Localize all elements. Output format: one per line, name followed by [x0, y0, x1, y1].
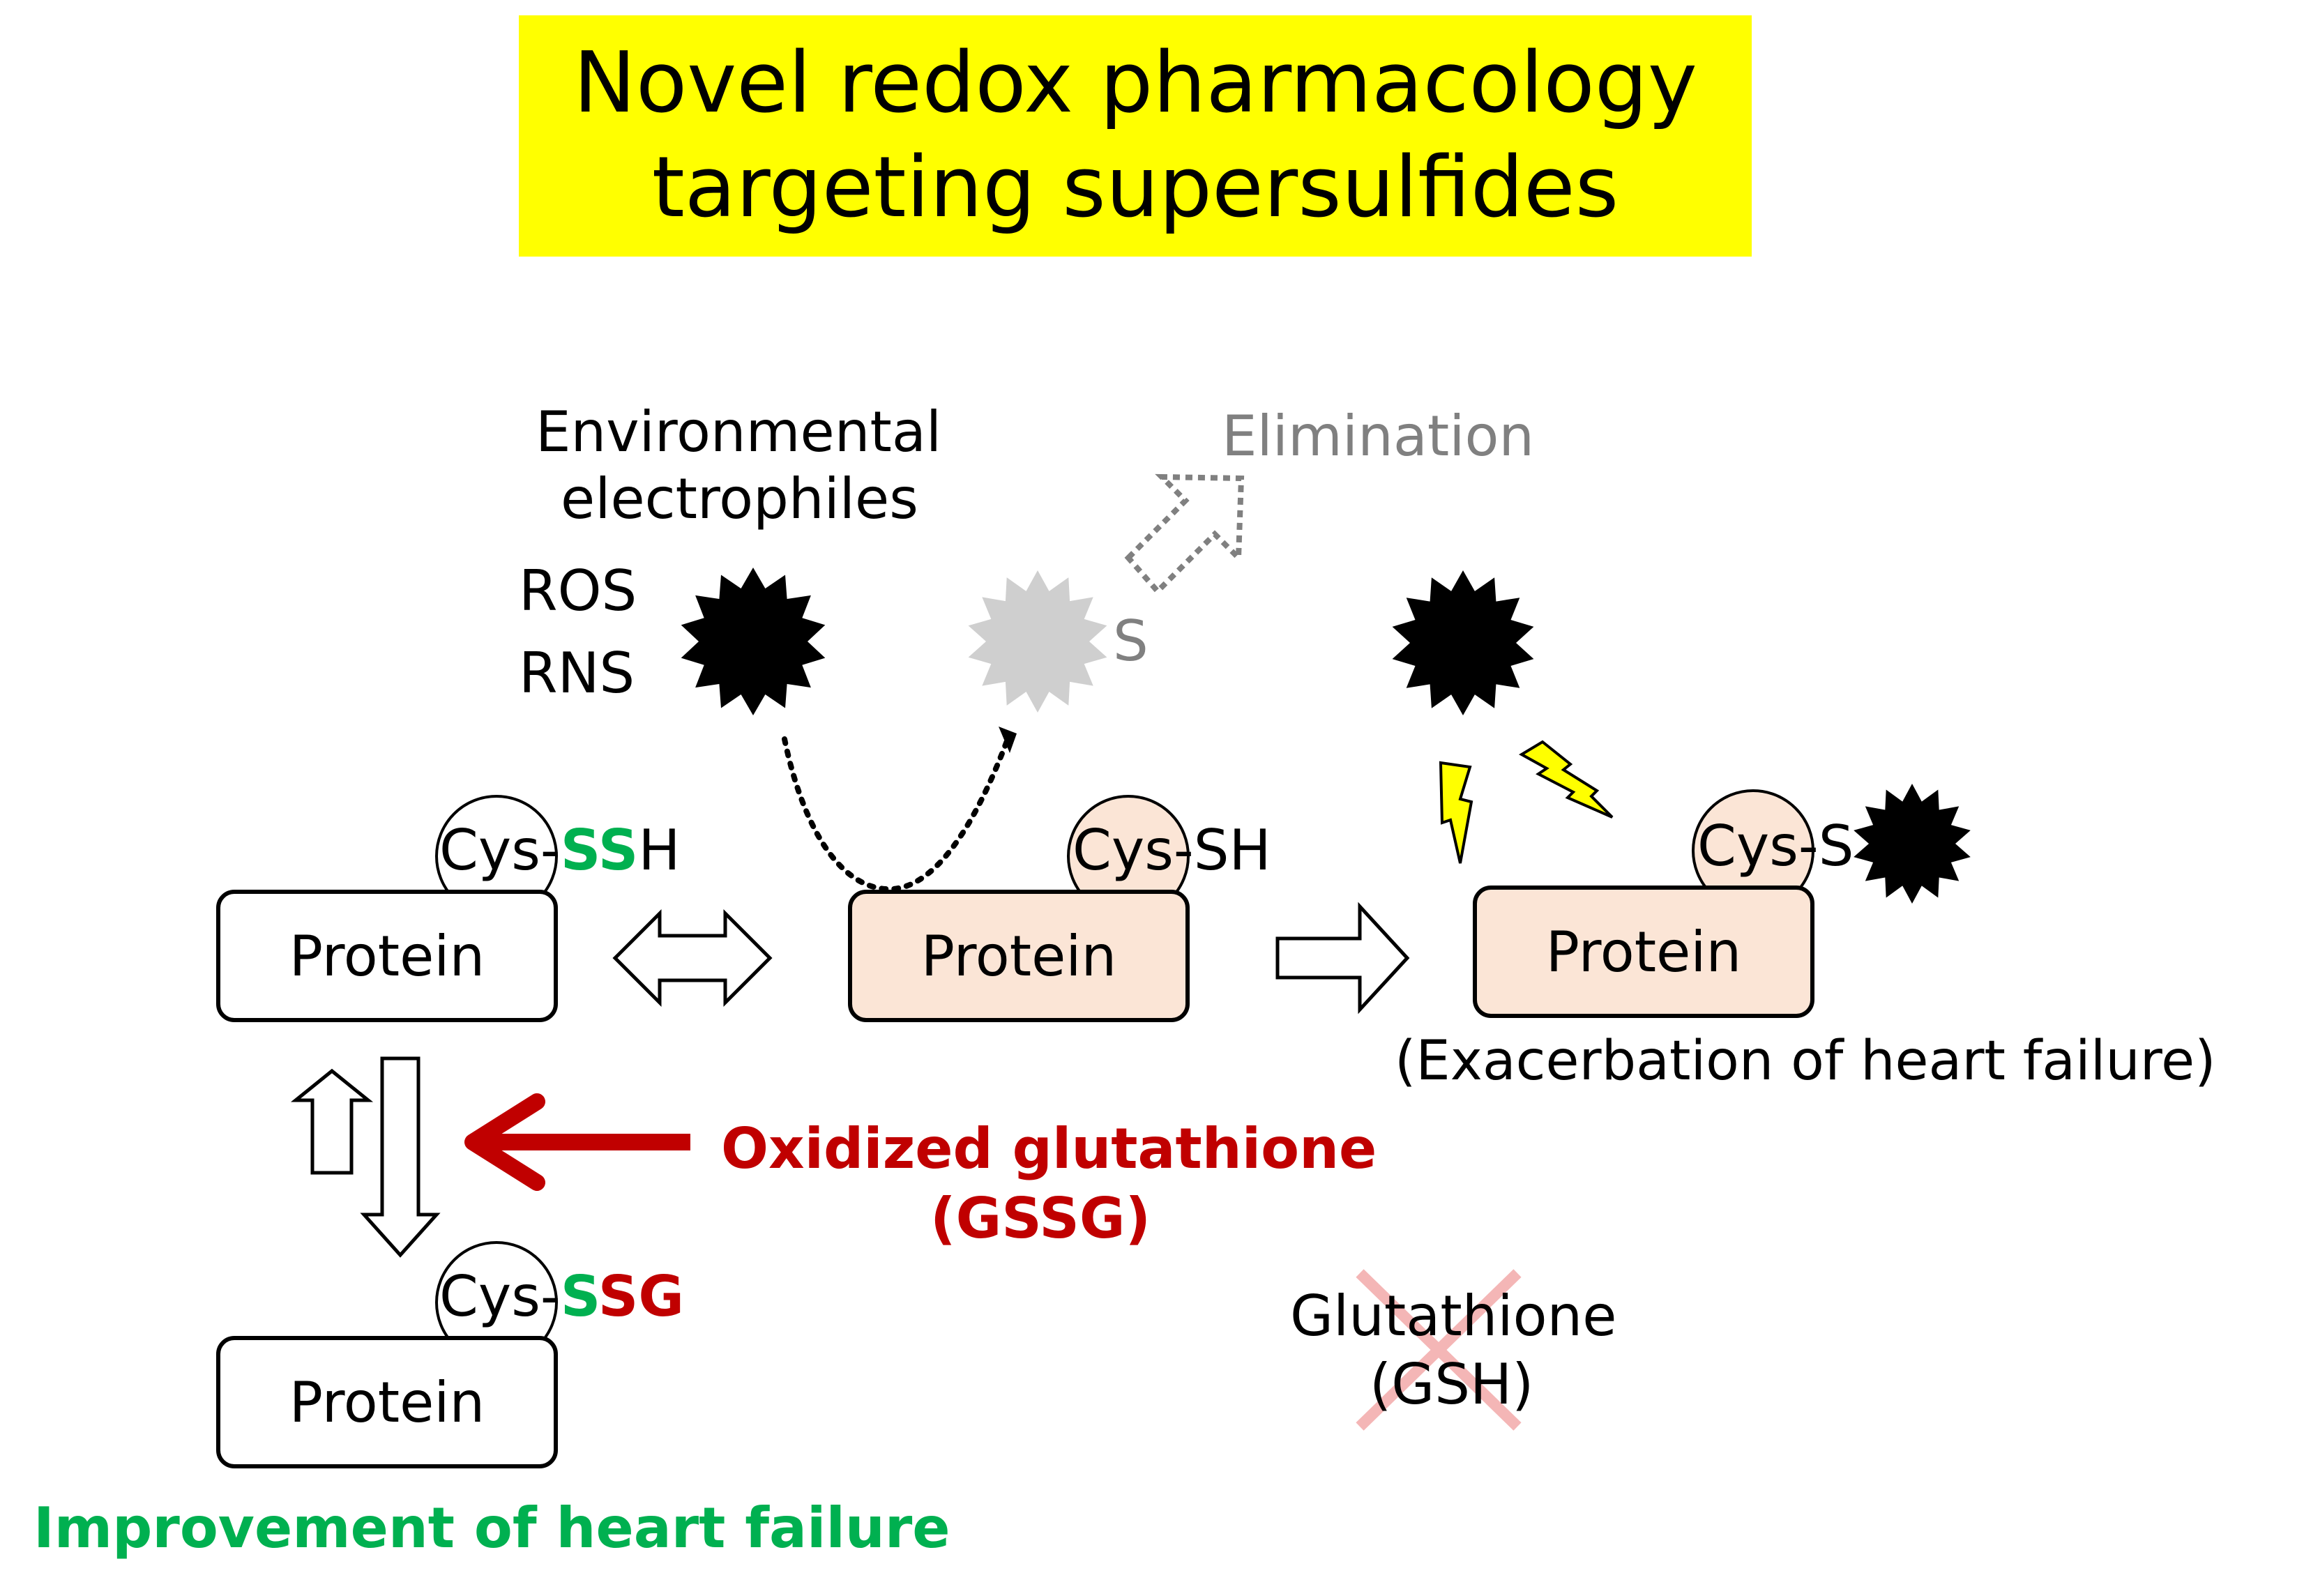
ros-label: ROS — [519, 558, 637, 623]
eliminated-sulfur-star — [968, 570, 1107, 713]
cys-sg-4: SG — [598, 1264, 685, 1329]
exacerbation-label: (Exacerbation of heart failure) — [1395, 1030, 2216, 1093]
glutathione-line-2: (GSH) — [1370, 1352, 1534, 1417]
oxidized-glutathione-line-1: Oxidized glutathione — [721, 1116, 1377, 1181]
title-line-2: targeting supersulfides — [651, 139, 1619, 236]
protein-box-2: Protein — [848, 890, 1190, 1022]
cys-label-2: Cys-SH — [1073, 818, 1271, 883]
title-box: Novel redox pharmacology targeting super… — [519, 15, 1752, 257]
protein-box-3: Protein — [1473, 886, 1814, 1018]
rns-label: RNS — [519, 641, 635, 706]
cys-h-1: H — [638, 818, 681, 883]
protein-box-1: Protein — [216, 890, 558, 1022]
lightning-bolt-right — [1519, 740, 1614, 819]
cys-label-3: Cys-S — [1697, 814, 1854, 879]
cys-prefix-1: Cys- — [439, 818, 561, 883]
cys-ss-1: SS — [560, 818, 639, 883]
protein-box-4: Protein — [216, 1336, 558, 1468]
dotted-reaction-arrow — [782, 736, 1010, 892]
double-arrow — [612, 909, 773, 1008]
dotted-arrow-head — [999, 727, 1017, 753]
improvement-label: Improvement of heart failure — [33, 1496, 950, 1560]
sulfur-label: S — [1113, 609, 1149, 674]
env-electrophiles-line-2: electrophiles — [561, 466, 918, 531]
cys-label-1: Cys-SSH — [439, 817, 681, 884]
bound-electrophile-star — [1854, 784, 1971, 904]
down-arrow — [360, 1056, 441, 1258]
elimination-label: Elimination — [1222, 404, 1535, 469]
title-line-1: Novel redox pharmacology — [573, 35, 1697, 132]
right-arrow — [1275, 902, 1410, 1014]
cys-label-4: Cys-SSG — [439, 1263, 684, 1330]
elimination-arrow — [1124, 473, 1245, 595]
oxidized-glutathione-line-2: (GSSG) — [930, 1186, 1151, 1251]
cross-line-2 — [1356, 1269, 1522, 1431]
glutathione-line-1: Glutathione — [1290, 1284, 1617, 1348]
cys-prefix-4: Cys- — [439, 1264, 561, 1329]
gssg-arrow-head — [464, 1093, 545, 1191]
env-electrophiles-line-1: Environmental — [536, 400, 942, 464]
lightning-bolt-left — [1439, 761, 1473, 864]
electrophile-star-right — [1392, 570, 1534, 715]
up-arrow — [290, 1068, 374, 1175]
cys-s-4: S — [560, 1264, 598, 1329]
ros-electrophile-star — [681, 568, 826, 715]
